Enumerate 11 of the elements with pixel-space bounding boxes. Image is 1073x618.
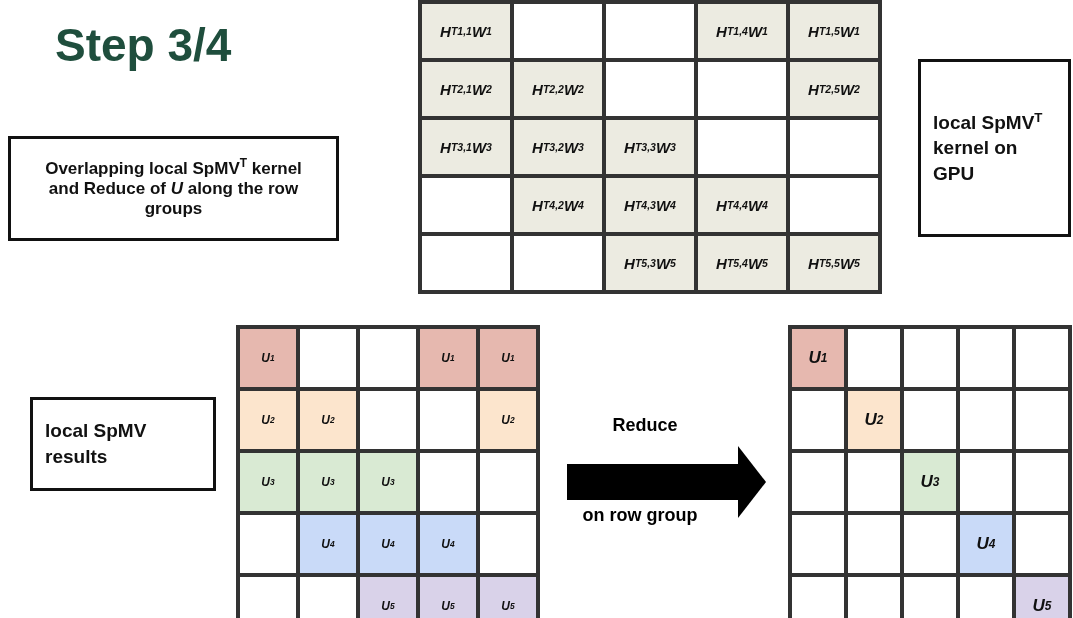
box-text: Overlapping local SpMV$^{T}$ kernel and Reduce of U along the row groups	[44, 158, 303, 219]
caption-text: on row group	[581, 505, 699, 526]
matrix-grid	[788, 325, 1072, 618]
box-text: local SpMV results	[45, 419, 148, 469]
description-box	[8, 136, 339, 241]
matrix-grid	[236, 325, 540, 618]
results-box	[30, 397, 216, 491]
kernel-box	[918, 59, 1071, 237]
slide-title: Step 3/4	[55, 18, 232, 72]
block-arrow	[567, 446, 766, 518]
box-text: local SpMV$^{T}$ kernel on GPU	[933, 109, 1044, 186]
